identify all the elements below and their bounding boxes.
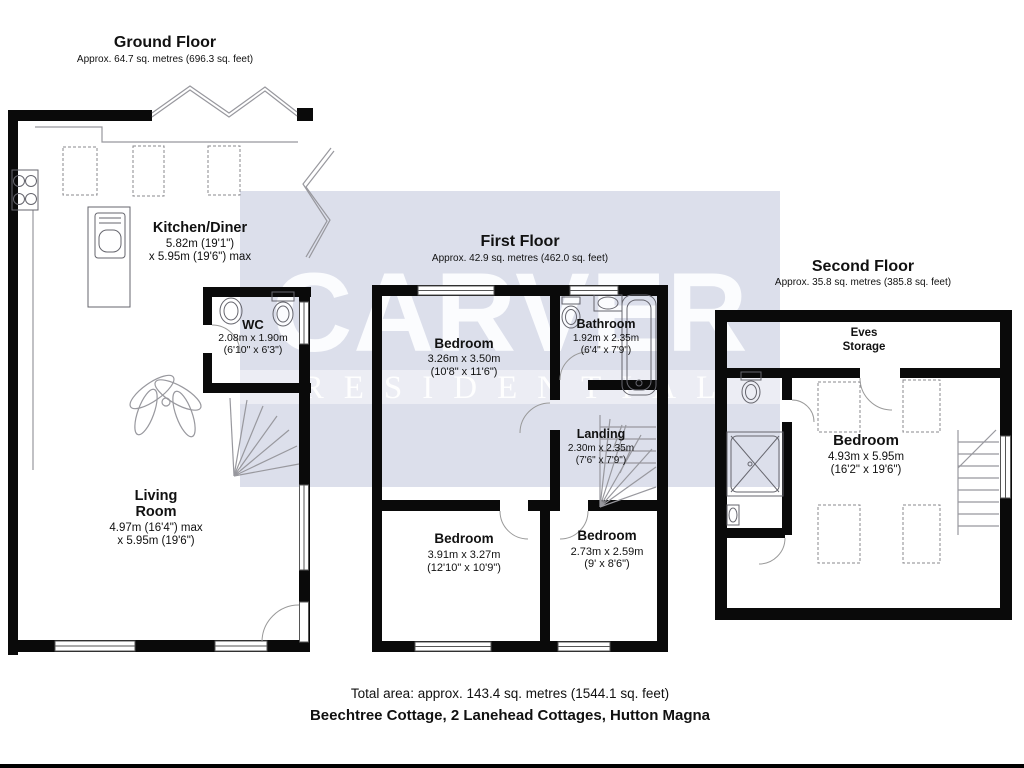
- sf-sink-icon: [726, 504, 740, 526]
- room-dims: (9' x 8'6"): [584, 558, 630, 570]
- bedroom2-door-arc: [499, 510, 529, 540]
- room-label-landing: Landing: [576, 427, 626, 441]
- bedroom1-door-arc: [519, 402, 551, 434]
- gf-zigzag-boundary: [151, 85, 298, 114]
- gf-stairs: [229, 397, 300, 477]
- kitchen-island-sink-icon: [87, 206, 131, 308]
- room-dims: 4.97m (16'4") max: [109, 522, 203, 534]
- room-label-bedroom-4: Bedroom: [833, 432, 899, 449]
- room-label-kitchen-diner: Kitchen/Diner: [152, 220, 248, 236]
- sf-bath-door-arc: [791, 399, 815, 423]
- room-label-bedroom-1: Bedroom: [434, 336, 494, 351]
- bathroom-sink-icon: [593, 294, 623, 312]
- gf-door-opening: [299, 601, 309, 643]
- sf-stairs: [957, 429, 999, 535]
- gf-left-wall: [8, 110, 18, 655]
- ground-floor-plan: [8, 85, 335, 655]
- bottom-border-bar: [0, 764, 1024, 768]
- watermark-band: CARVER RESIDENTIAL: [240, 191, 780, 487]
- shower-icon: [726, 431, 784, 497]
- gf-window: [54, 301, 309, 652]
- room-label-bedroom-2: Bedroom: [434, 531, 494, 546]
- bathtub-icon: [621, 294, 657, 396]
- sf-window: [1000, 435, 1011, 499]
- room-dims: x 5.95m (19'6") max: [148, 251, 252, 263]
- room-dims: (6'10" x 6'3"): [223, 344, 283, 356]
- room-dims: 1.92m x 2.35m: [572, 333, 640, 344]
- room-label-eves-storage: Eves: [850, 327, 878, 339]
- first-floor-plan: [372, 285, 668, 652]
- room-label-wc: WC: [242, 317, 264, 332]
- second-floor-title: Second Floor: [811, 258, 915, 275]
- room-label-living-room: Living: [134, 488, 178, 504]
- watermark-stripe: [240, 370, 780, 404]
- room-dims: 3.91m x 3.27m: [427, 549, 501, 561]
- wc-door-arc: [211, 324, 241, 354]
- room-dims: 3.26m x 3.50m: [427, 353, 501, 365]
- wc-sink-icon: [219, 297, 243, 325]
- hob-icon: [11, 169, 39, 211]
- room-dims: x 5.95m (19'6"): [117, 535, 195, 547]
- room-label-living-room: Room: [135, 504, 177, 520]
- bathroom-door-arc: [559, 351, 589, 381]
- room-dims: 2.73m x 2.59m: [570, 546, 644, 558]
- room-dims: 2.30m x 2.35m: [567, 443, 635, 454]
- ff-stairs: [599, 415, 657, 508]
- first-floor-area: Approx. 42.9 sq. metres (462.0 sq. feet): [431, 253, 609, 264]
- bathroom-toilet-icon: [561, 296, 581, 329]
- second-floor-plan: [715, 310, 1012, 620]
- room-label-bedroom-3: Bedroom: [577, 528, 637, 543]
- second-floor-area: Approx. 35.8 sq. metres (385.8 sq. feet): [774, 277, 952, 288]
- ff-window: [414, 285, 619, 652]
- kitchen-unit-outline: [62, 146, 98, 196]
- property-address: Beechtree Cottage, 2 Lanehead Cottages, …: [309, 707, 711, 724]
- room-dims: (16'2" x 19'6"): [830, 464, 902, 476]
- room-dims: (6'4" x 7'9"): [580, 345, 632, 356]
- room-dims: 2.08m x 1.90m: [218, 332, 288, 344]
- room-label-eves-storage: Storage: [842, 341, 886, 353]
- first-floor-title: First Floor: [480, 233, 560, 250]
- bed-outline: [817, 381, 861, 433]
- room-dims: (7'6" x 7'9"): [575, 455, 627, 466]
- gf-counter-line: [35, 126, 298, 143]
- watermark-brand-text: CARVER: [271, 250, 749, 375]
- ground-floor-title: Ground Floor: [113, 34, 217, 51]
- wc-toilet-icon: [271, 291, 295, 327]
- eves-door-arc: [859, 377, 893, 411]
- total-area-text: Total area: approx. 143.4 sq. metres (15…: [350, 686, 670, 701]
- room-label-bathroom: Bathroom: [576, 317, 636, 331]
- room-dims: (10'8" x 11'6"): [430, 366, 498, 378]
- room-dims: 5.82m (19'1"): [165, 238, 235, 250]
- room-dims: 4.93m x 5.95m: [827, 451, 905, 463]
- plant-icon: [129, 374, 202, 438]
- gf-door-arc: [261, 604, 300, 643]
- sf-toilet-icon: [740, 371, 762, 404]
- room-dims: (12'10" x 10'9"): [427, 562, 501, 574]
- sf-door-arc: [758, 537, 786, 565]
- ground-floor-area: Approx. 64.7 sq. metres (696.3 sq. feet): [76, 54, 254, 65]
- bedroom3-door-arc: [559, 510, 589, 540]
